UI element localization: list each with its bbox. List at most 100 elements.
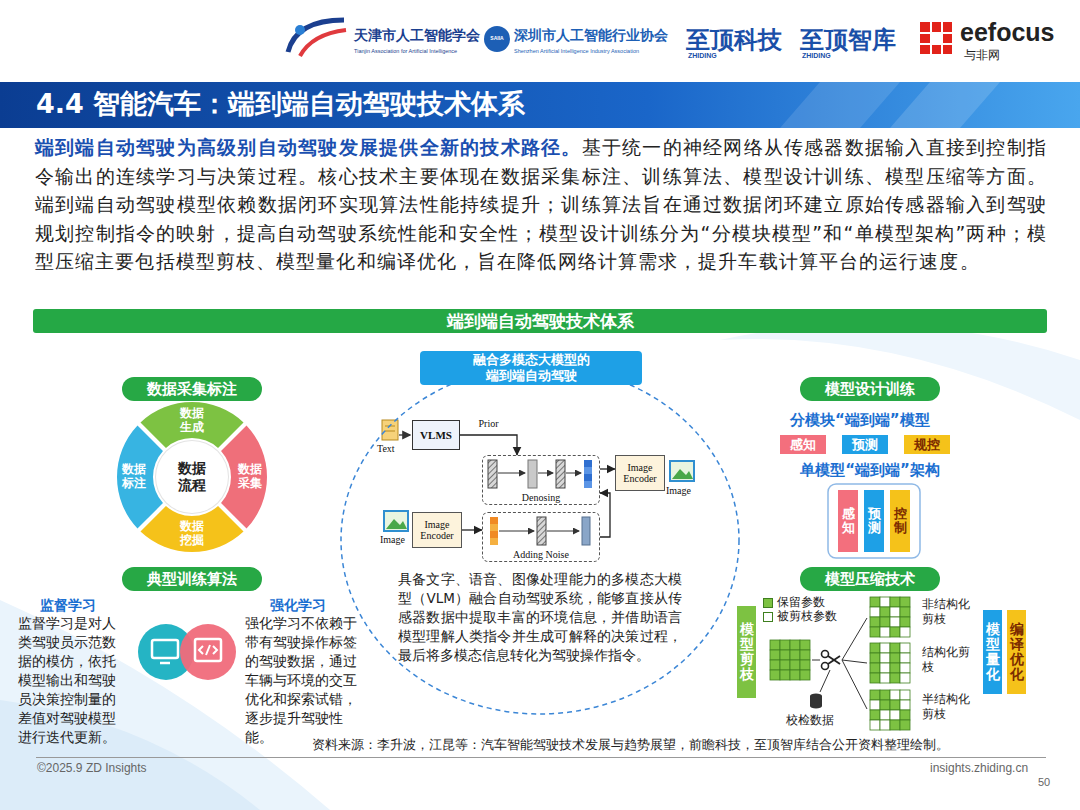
legend-text: 被剪枝参数 — [777, 609, 837, 624]
weight-grid — [890, 673, 900, 683]
node-text: 模型压缩技术 — [825, 570, 915, 589]
center-circle: 数据流程 — [156, 441, 228, 513]
node-text: 单模型“端到端”架构 — [785, 461, 955, 480]
node-text: 模型设计训练 — [825, 380, 915, 399]
weight-grid — [900, 700, 910, 710]
weight-grid — [800, 670, 810, 680]
title-bar — [780, 82, 900, 128]
weight-grid — [880, 607, 890, 617]
pruning-figure — [842, 660, 867, 709]
label-text: 至顶科技 — [686, 24, 782, 56]
pruning-figure — [828, 656, 840, 664]
pruning-figure — [812, 660, 820, 661]
dashed-block: Adding Noise — [482, 512, 600, 562]
node-text: 预测 — [868, 507, 881, 536]
node-text: 具备文字、语音、图像处理能力的多模态大模型（VLM）融合自动驾驶系统，能够直接从… — [398, 570, 682, 664]
weight-grid — [880, 663, 890, 673]
section-pill: 模型设计训练 — [800, 377, 940, 401]
weight-grid — [890, 617, 900, 627]
node-text: Image Encoder — [616, 462, 664, 484]
pruning-figure — [828, 656, 840, 664]
weight-grid — [770, 597, 910, 730]
weight-grid — [890, 607, 900, 617]
technique-bar: 编译优化 — [1007, 610, 1026, 694]
weight-grid — [870, 663, 880, 673]
intro-paragraph: 端到端自动驾驶为高级别自动驾驶发展提供全新的技术路径。基于统一的神经网络从传感器… — [35, 133, 1047, 276]
weight-grid — [890, 663, 900, 673]
vlm-illustration — [584, 467, 592, 474]
ring-segment: 数据标注 — [117, 402, 267, 552]
node-text: 规控 — [914, 436, 940, 454]
vlm-illustration — [566, 473, 581, 474]
legend-swatch — [763, 598, 773, 608]
learning-icons — [195, 639, 221, 661]
label-text: ©2025.9 ZD Insights — [37, 761, 147, 775]
eefocus-logo — [920, 32, 952, 34]
legend-text: 保留参数 — [777, 595, 825, 610]
vlm-illustration — [399, 434, 410, 435]
weight-grid — [880, 700, 890, 710]
process-box: VLMS — [412, 420, 460, 450]
weight-grid — [780, 670, 790, 680]
weight-grid — [780, 660, 790, 670]
weight-grid — [900, 653, 910, 663]
ring-arc — [117, 425, 163, 528]
node-text: Adding Noise — [513, 549, 569, 560]
module-bar: 预测 — [864, 490, 884, 552]
footer-rule — [36, 757, 1046, 758]
vlm-illustration — [385, 431, 395, 432]
section-pill: 典型训练算法 — [122, 567, 262, 591]
weight-grid — [900, 627, 910, 637]
label-text: 分模块“端到端”模型 — [790, 411, 930, 430]
weight-grid — [790, 660, 800, 670]
weight-grid — [790, 640, 800, 650]
background-swoosh — [0, 324, 1080, 810]
label-text: 端到端自动驾驶为高级别自动驾驶发展提供全新的技术路径。 — [35, 136, 582, 158]
label-text: 结构化剪枝 — [922, 645, 974, 675]
label-text: 校检数据 — [786, 712, 834, 729]
learning-icons — [180, 624, 236, 680]
weight-grid — [780, 650, 790, 660]
ellipse-outline — [341, 366, 739, 714]
weight-grid — [900, 607, 910, 617]
saiia-logo — [484, 26, 510, 52]
weight-grid — [900, 617, 910, 627]
label-text: 非结构化剪枝 — [922, 597, 974, 627]
weight-grid — [770, 660, 780, 670]
pruning-figure — [820, 670, 830, 692]
module-box: 规控 — [904, 435, 950, 454]
weight-grid — [880, 690, 890, 700]
vlm-illustration — [537, 517, 546, 545]
edge-label: Prior — [477, 418, 501, 429]
vlm-illustration — [670, 461, 694, 481]
weight-grid — [870, 720, 880, 730]
pruning-figure — [810, 618, 867, 709]
label-text: ZHIDING — [802, 52, 831, 59]
node-text: 模型量化 — [986, 622, 1000, 681]
weight-grid — [880, 653, 890, 663]
vlm-illustration — [499, 531, 534, 532]
dashed-block: Denosing — [482, 455, 600, 505]
node-text: 编译优化 — [1010, 622, 1024, 681]
vlm-illustration — [528, 460, 537, 488]
vlm-illustration — [490, 517, 498, 524]
label-text: 强化学习 — [270, 597, 326, 615]
weight-grid — [880, 617, 890, 627]
weight-grid — [880, 673, 890, 683]
weight-grid — [880, 643, 890, 653]
weight-grid — [790, 650, 800, 660]
vlm-illustration — [384, 511, 408, 531]
module-box: 感知 — [780, 435, 826, 454]
weight-grid — [870, 690, 880, 700]
label-text: 天津市人工智能学会 — [354, 27, 480, 45]
weight-grid — [900, 643, 910, 653]
learning-icons — [138, 624, 236, 680]
ring-arc — [140, 402, 243, 448]
title-bar — [890, 82, 1000, 128]
node-text: 数据标注 — [121, 462, 147, 491]
pruning-figure — [842, 618, 867, 660]
weight-grid — [890, 653, 900, 663]
weight-grid — [890, 597, 900, 607]
